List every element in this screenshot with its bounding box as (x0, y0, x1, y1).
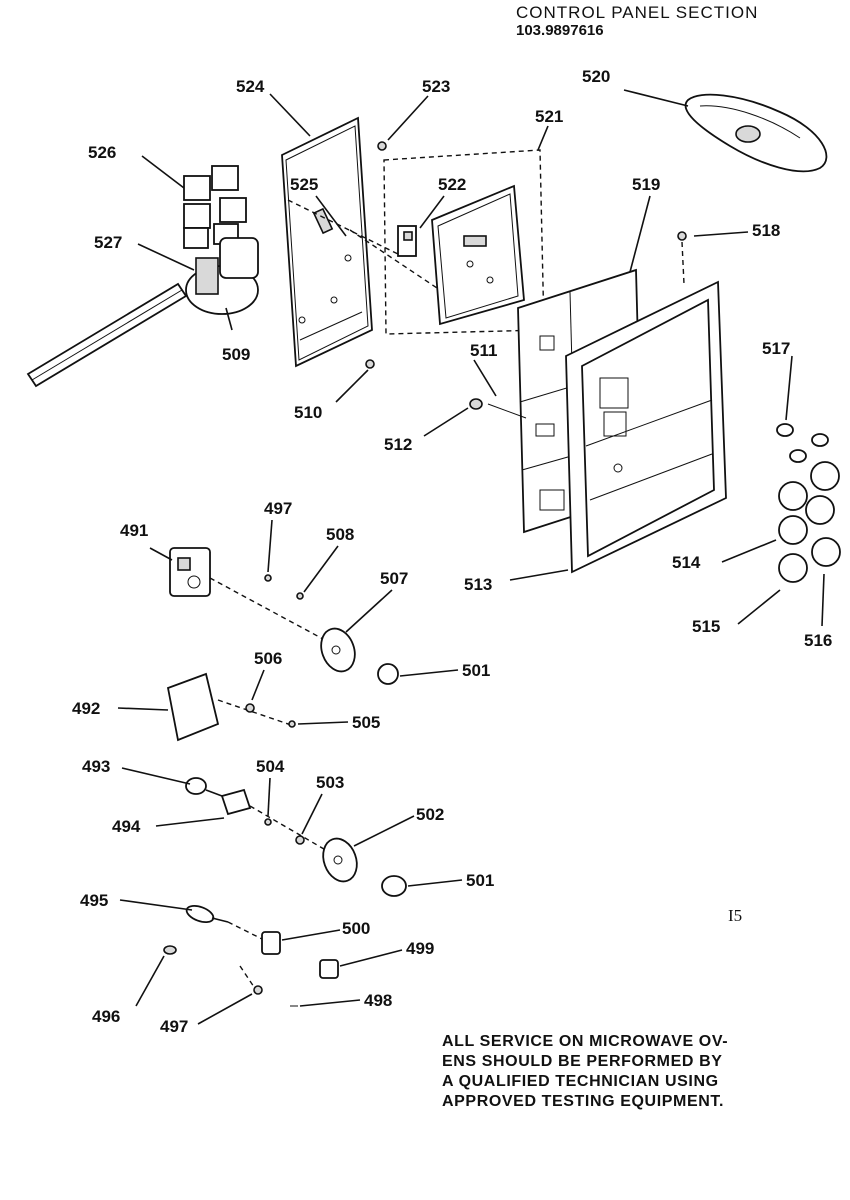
label-510: 510 (294, 403, 322, 422)
label-495: 495 (80, 891, 108, 910)
label-502: 502 (416, 805, 444, 824)
small-screws-drawing (365, 141, 687, 419)
label-500: 500 (342, 919, 370, 938)
label-509: 509 (222, 345, 250, 364)
label-527: 527 (94, 233, 122, 252)
label-494: 494 (112, 817, 141, 836)
notice-line-1: ALL SERVICE ON MICROWAVE OV- (442, 1033, 729, 1050)
label-491: 491 (120, 521, 148, 540)
part-520-drawing (684, 93, 828, 173)
part-495-drawing (163, 904, 339, 1007)
label-496: 496 (92, 1007, 120, 1026)
service-notice: ALL SERVICE ON MICROWAVE OV- ENS SHOULD … (442, 1032, 842, 1112)
part-527-drawing (26, 237, 259, 388)
page-number: I5 (728, 906, 743, 925)
label-524: 524 (236, 77, 265, 96)
label-514: 514 (672, 553, 701, 572)
label-522: 522 (438, 175, 466, 194)
label-511: 511 (470, 341, 497, 360)
label-506: 506 (254, 649, 282, 668)
leader-lines (117, 89, 825, 1025)
label-515: 515 (692, 617, 720, 636)
label-507: 507 (380, 569, 408, 588)
label-492: 492 (72, 699, 100, 718)
notice-line-4: APPROVED TESTING EQUIPMENT. (442, 1093, 725, 1110)
part-492-drawing (166, 672, 296, 742)
label-518: 518 (752, 221, 780, 240)
label-513: 513 (464, 575, 492, 594)
part-493-drawing (185, 777, 407, 897)
part-labels: 524 523 521 520 526 525 522 519 518 527 … (72, 67, 832, 1036)
label-508: 508 (326, 525, 354, 544)
label-499: 499 (406, 939, 434, 958)
label-523: 523 (422, 77, 450, 96)
label-520: 520 (582, 67, 610, 86)
label-505: 505 (352, 713, 380, 732)
diagram-header: CONTROL PANEL SECTION 103.9897616 (516, 4, 758, 40)
label-517: 517 (762, 339, 790, 358)
label-504: 504 (256, 757, 285, 776)
label-525: 525 (290, 175, 318, 194)
notice-line-3: A QUALIFIED TECHNICIAN USING (442, 1073, 719, 1090)
label-501-bottom: 501 (466, 871, 494, 890)
part-513-drawing (565, 280, 727, 574)
label-512: 512 (384, 435, 412, 454)
part-524-drawing (281, 116, 441, 368)
label-498: 498 (364, 991, 392, 1010)
label-521: 521 (535, 107, 563, 126)
label-497-bottom: 497 (160, 1017, 188, 1036)
label-501-top: 501 (462, 661, 490, 680)
label-503: 503 (316, 773, 344, 792)
label-519: 519 (632, 175, 660, 194)
model-number: 103.9897616 (516, 22, 604, 39)
label-493: 493 (82, 757, 110, 776)
part-491-drawing (169, 547, 399, 685)
section-title: CONTROL PANEL SECTION (516, 3, 759, 22)
label-516: 516 (804, 631, 832, 650)
notice-line-2: ENS SHOULD BE PERFORMED BY (442, 1053, 723, 1070)
part-526-drawing (183, 165, 247, 249)
label-526: 526 (88, 143, 116, 162)
label-497-top: 497 (264, 499, 292, 518)
parts-knobs-drawing (776, 423, 841, 583)
